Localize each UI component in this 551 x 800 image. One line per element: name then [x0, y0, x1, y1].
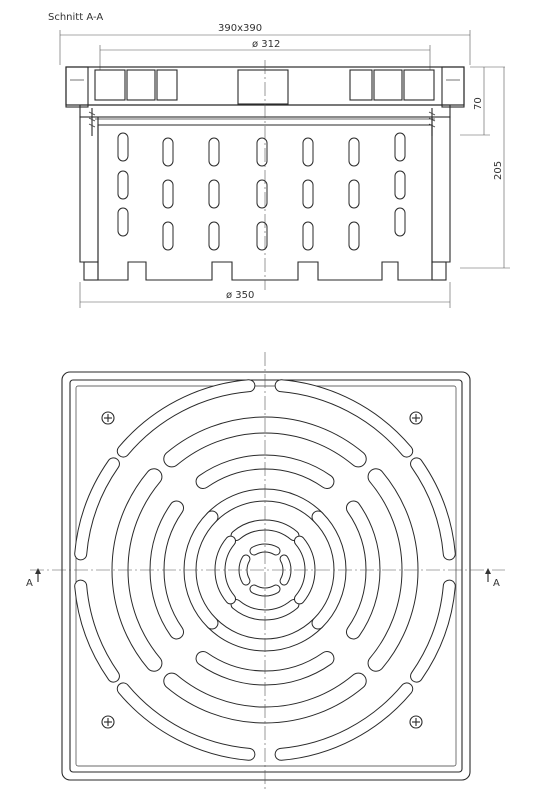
grate-slot: [274, 682, 414, 761]
screw-icon: [101, 715, 115, 729]
screw-icon: [409, 411, 423, 425]
grate-slot: [410, 579, 456, 683]
section-marker-right: A: [485, 568, 500, 589]
grate-slot: [74, 579, 120, 683]
basket-slot: [117, 207, 129, 237]
section-title: Schnitt A-A: [48, 12, 103, 23]
grate-slot: [214, 535, 236, 605]
basket-slot: [394, 132, 406, 162]
screw-icon: [101, 411, 115, 425]
basket-slot: [208, 221, 220, 251]
screw-icon: [409, 715, 423, 729]
grate-slot: [163, 416, 367, 468]
grate-slot: [116, 379, 256, 458]
grate-slot: [74, 457, 120, 561]
section-marker-left: A: [26, 568, 41, 589]
basket-slot: [302, 221, 314, 251]
grate-slot: [163, 672, 367, 724]
basket-slot: [256, 221, 268, 251]
grate-slot: [294, 535, 316, 605]
dim-height: 70 205: [460, 66, 510, 269]
dim-inner-312: ø 312: [99, 39, 431, 70]
grate-slot: [367, 468, 419, 672]
dim-base-label: ø 350: [226, 290, 254, 301]
grate-slot: [249, 543, 281, 556]
grate-slot: [345, 500, 381, 640]
basket-slot: [348, 179, 360, 209]
basket-slot: [117, 170, 129, 200]
grate-slot: [230, 599, 300, 621]
basket-slot: [256, 179, 268, 209]
basket-slot: [302, 179, 314, 209]
dim-height-total-label: 205: [493, 161, 504, 180]
dim-width-390: 390x390: [59, 23, 471, 65]
basket-slot: [208, 137, 220, 167]
grate-slot: [195, 454, 335, 490]
basket-slot: [117, 132, 129, 162]
grate-slot: [274, 379, 414, 458]
svg-text:A: A: [493, 578, 500, 589]
basket-slot: [208, 179, 220, 209]
section-view: Schnitt A-A 390x390 ø 312: [48, 12, 510, 308]
grate-slot: [238, 554, 251, 586]
grate-slot-rings: [74, 379, 456, 761]
dim-width-label: 390x390: [218, 23, 262, 34]
basket-slot: [348, 137, 360, 167]
basket-slot: [302, 137, 314, 167]
basket-slot: [162, 221, 174, 251]
grate-slot: [111, 468, 163, 672]
basket-section: [97, 124, 433, 281]
grate-slot: [195, 650, 335, 686]
basket-slot: [394, 207, 406, 237]
basket-slots: [117, 132, 406, 251]
dim-inner-label: ø 312: [252, 39, 280, 50]
basket-slot: [256, 137, 268, 167]
corner-screws: [101, 411, 423, 729]
grate-slot: [183, 510, 219, 630]
grate-slot: [410, 457, 456, 561]
grate-slot: [149, 500, 185, 640]
screw-left: [88, 108, 96, 136]
basket-slot: [162, 179, 174, 209]
dim-height-top-label: 70: [473, 97, 484, 110]
grate-slot: [311, 510, 347, 630]
svg-text:A: A: [26, 578, 33, 589]
grate-slot: [230, 519, 300, 541]
basket-slot: [348, 221, 360, 251]
basket-slot: [394, 170, 406, 200]
plan-view: A A: [26, 352, 505, 790]
basket-slot: [162, 137, 174, 167]
dim-base-350: ø 350: [79, 282, 451, 308]
grate-slot: [116, 682, 256, 761]
